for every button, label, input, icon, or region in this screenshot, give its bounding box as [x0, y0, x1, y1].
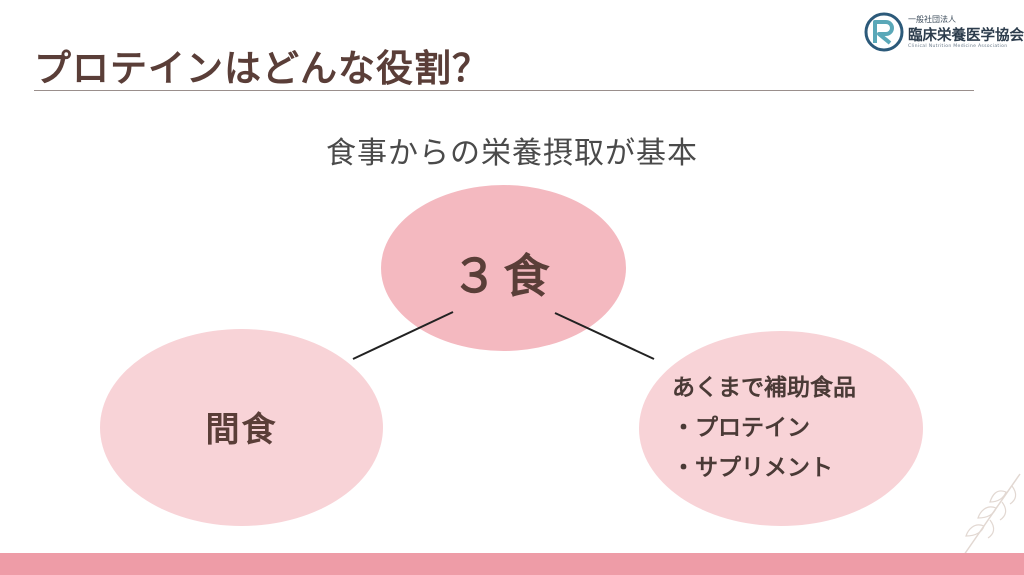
logo-main-text: 臨床栄養医学協会	[908, 27, 1024, 44]
slide-subtitle: 食事からの栄養摂取が基本	[326, 136, 698, 171]
leaf-decoration-icon	[951, 473, 1021, 573]
logo-r-icon	[864, 12, 904, 52]
supplement-text-block: あくまで補助食品 ・プロテイン ・サプリメント	[672, 368, 922, 488]
meals-label: ３食	[451, 249, 556, 303]
meals-ellipse	[381, 185, 626, 351]
connector-line-right	[554, 312, 655, 360]
snack-ellipse	[100, 329, 383, 526]
supplement-line-3: ・サプリメント	[672, 455, 833, 481]
snack-label: 間食	[205, 410, 278, 450]
association-logo: 一般社団法人 臨床栄養医学協会 Clinical Nutrition Medic…	[864, 10, 1024, 56]
title-underline	[34, 90, 974, 91]
slide-title: プロテインはどんな役割？	[34, 47, 490, 90]
connector-line-left	[352, 311, 454, 360]
bottom-band	[0, 553, 1024, 575]
logo-english-text: Clinical Nutrition Medicine Association	[908, 44, 1008, 49]
supplement-ellipse	[639, 331, 923, 526]
logo-small-text: 一般社団法人	[908, 15, 956, 24]
supplement-line-1: あくまで補助食品	[672, 375, 856, 401]
supplement-line-2: ・プロテイン	[672, 415, 810, 441]
